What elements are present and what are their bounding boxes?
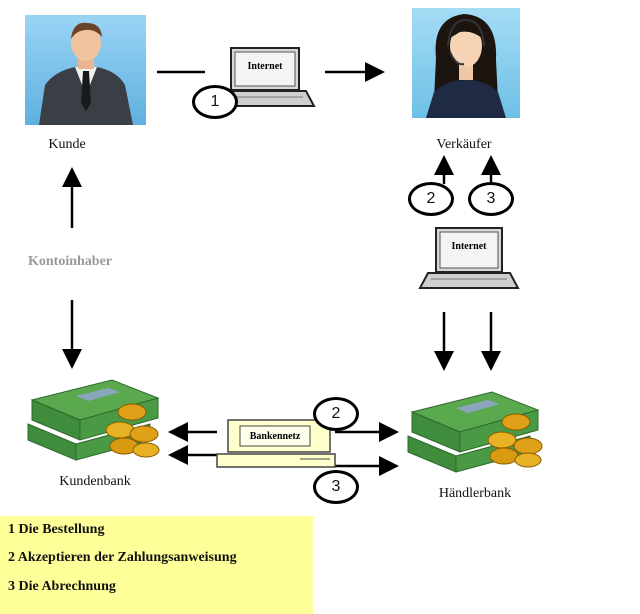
node-kundenbank-label: Kundenbank: [59, 474, 131, 489]
node-kunde-label: Kunde: [48, 137, 86, 152]
step-circle-right-b: 3: [468, 182, 514, 216]
laptop-icon-top: [212, 47, 316, 107]
customer-photo: [25, 15, 146, 125]
laptop-icon-right: [418, 227, 520, 289]
internet-label-right: Internet: [451, 241, 487, 252]
legend-box: 1 Die Bestellung 2 Akzeptieren der Zahlu…: [0, 516, 313, 614]
step-circle-right-a: 2: [408, 182, 454, 216]
step-circle-top: 1: [192, 85, 238, 119]
money-stack-right: [407, 391, 543, 473]
legend-item-2: 2 Akzeptieren der Zahlungsanweisung: [8, 550, 237, 565]
seller-photo: [412, 8, 520, 118]
step-circle-bottom-a: 2: [313, 397, 359, 431]
node-kontoinhaber-label: Kontoinhaber: [27, 254, 112, 269]
node-haendlerbank-label: Händlerbank: [438, 486, 512, 501]
bankennetz-label: Bankennetz: [249, 431, 301, 442]
money-stack-left: [27, 379, 160, 461]
step-circle-bottom-b: 3: [313, 470, 359, 504]
legend-item-3: 3 Die Abrechnung: [8, 579, 116, 594]
internet-label-top: Internet: [247, 61, 283, 72]
node-verkaeufer-label: Verkäufer: [436, 137, 492, 152]
legend-item-1: 1 Die Bestellung: [8, 522, 105, 537]
desktop-icon-bankennetz: [216, 419, 336, 468]
